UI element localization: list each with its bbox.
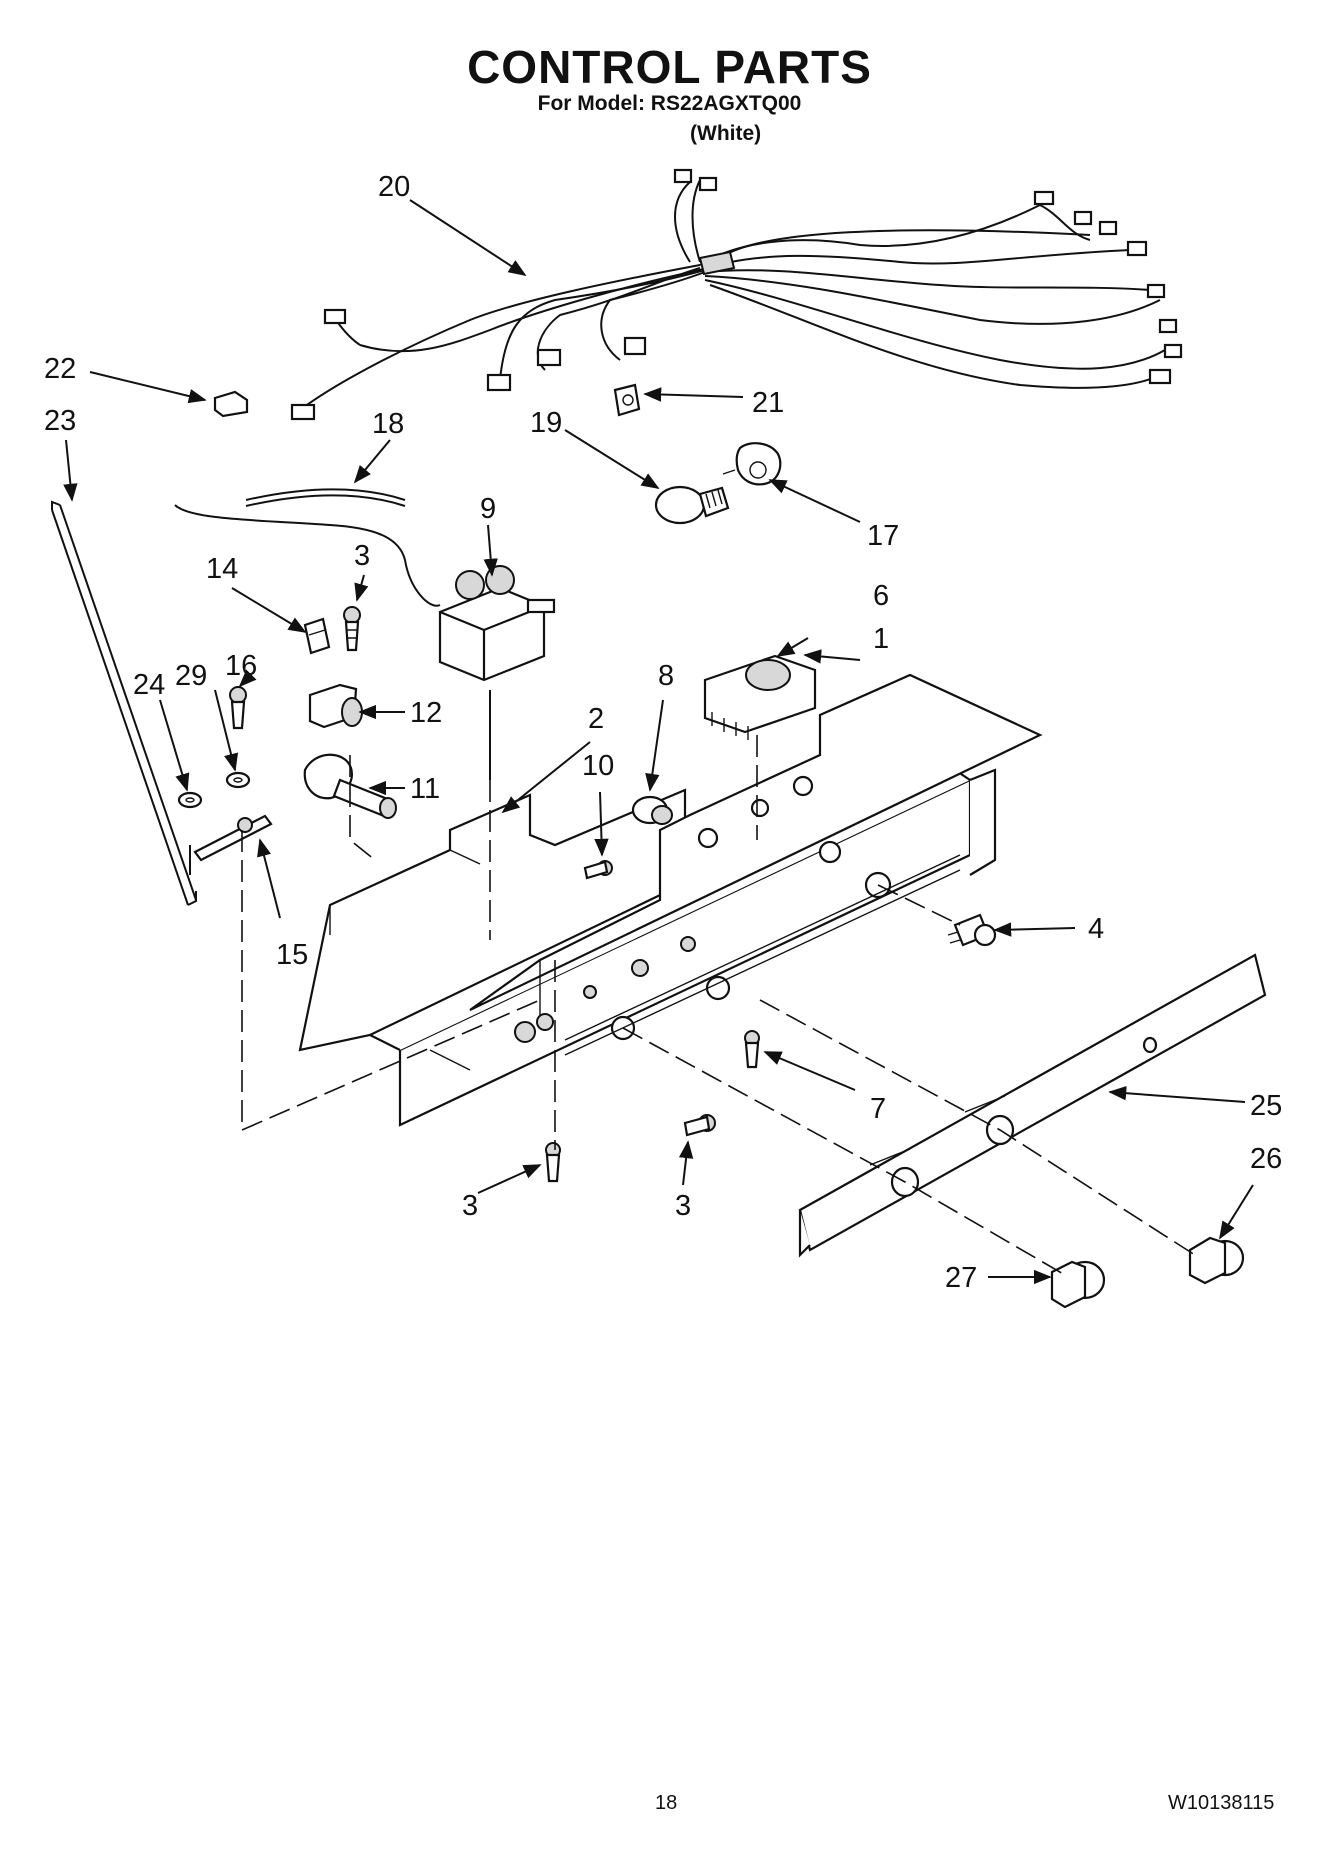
callout-3-a: 3 [354, 540, 370, 572]
callout-4: 4 [1088, 913, 1104, 945]
screw-part-3-top [343, 606, 361, 652]
document-number: W10138115 [1168, 1792, 1275, 1814]
thermostat-part-9 [438, 565, 556, 780]
page-title: CONTROL PARTS [467, 41, 872, 93]
switch-part-4 [947, 913, 997, 947]
wire-harness-part-20 [290, 168, 1183, 421]
screw-part-7 [744, 1030, 760, 1069]
callout-9: 9 [480, 493, 496, 525]
connector-part-21 [613, 383, 641, 417]
callout-1: 1 [873, 623, 889, 655]
callout-7: 7 [870, 1093, 886, 1125]
callout-16: 16 [225, 650, 257, 682]
leader-lines [63, 199, 1254, 1285]
button-part-8 [631, 795, 673, 825]
page-number: 18 [655, 1792, 678, 1814]
callout-6: 6 [873, 580, 889, 612]
callout-8: 8 [658, 660, 674, 692]
callout-21: 21 [752, 387, 784, 419]
control-panel-part-25 [798, 953, 1267, 1258]
callout-26: 26 [1250, 1143, 1282, 1175]
callout-23: 23 [44, 405, 76, 437]
assembly-lines [241, 690, 1196, 1276]
screw-part-3-bottom-right [683, 1114, 716, 1137]
housing-part-1 [367, 673, 1043, 1127]
callout-15: 15 [276, 939, 308, 971]
screw-part-10 [583, 860, 613, 880]
knob-part-27 [1050, 1260, 1106, 1309]
callout-14: 14 [206, 553, 238, 585]
knob-part-26 [1188, 1236, 1245, 1285]
callout-2: 2 [588, 703, 604, 735]
callout-18: 18 [372, 408, 404, 440]
callout-29: 29 [175, 660, 207, 692]
callout-12: 12 [410, 697, 442, 729]
callout-11: 11 [410, 773, 440, 805]
lever-part-15 [189, 814, 273, 875]
callout-10: 10 [582, 750, 614, 782]
callout-22: 22 [44, 353, 76, 385]
callout-labels: 1 2 3 3 3 4 6 7 8 9 10 11 12 14 15 16 17… [44, 171, 1282, 1294]
callout-3-b: 3 [462, 1190, 478, 1222]
rod-part-23 [51, 500, 197, 906]
model-line: For Model: RS22AGXTQ00 [537, 92, 802, 115]
timer-part-6 [703, 654, 817, 740]
screw-part-16 [229, 686, 247, 730]
callout-24: 24 [133, 669, 165, 701]
callout-19: 19 [530, 407, 562, 439]
callout-3-c: 3 [675, 1190, 691, 1222]
callout-27: 27 [945, 1262, 977, 1294]
callout-25: 25 [1250, 1090, 1282, 1122]
bracket-part-12 [308, 683, 363, 729]
clip-part-22 [213, 390, 249, 418]
screw-part-3-bottom-left [545, 1142, 561, 1183]
light-bulb-part-19 [654, 485, 730, 525]
model-variant: (White) [690, 122, 762, 145]
washer-part-24 [177, 791, 203, 809]
light-socket-part-17 [722, 442, 782, 486]
washer-part-29 [225, 771, 251, 789]
switch-part-14 [303, 617, 331, 655]
callout-17: 17 [867, 520, 899, 552]
callout-20: 20 [378, 171, 410, 203]
tube-part-18 [174, 488, 441, 607]
